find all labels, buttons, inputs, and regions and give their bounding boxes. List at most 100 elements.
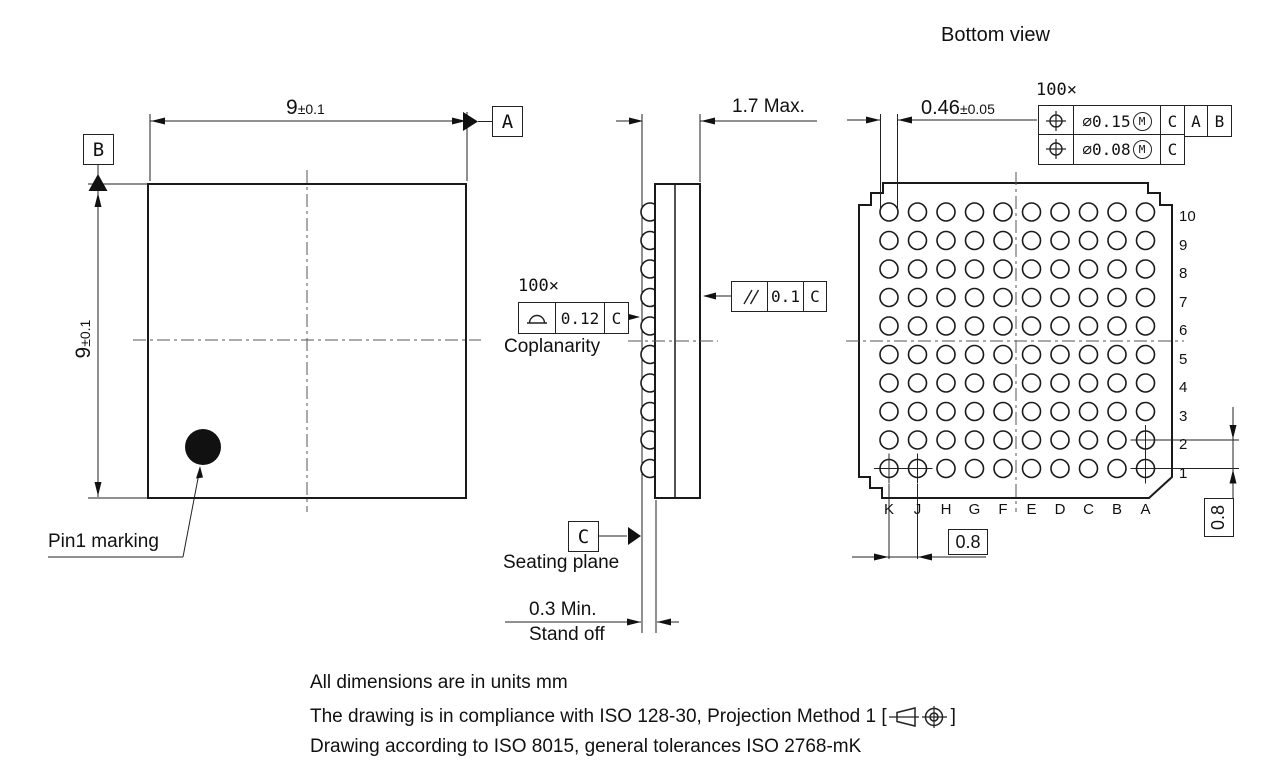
- note-units: All dimensions are in units mm: [310, 672, 568, 693]
- pin1-marking-dot: [185, 429, 221, 465]
- ball-B1: [1107, 458, 1127, 479]
- standoff-dimension: 0.3 Min.: [529, 599, 597, 620]
- ball-C4: [1078, 373, 1099, 393]
- ball-G8: [964, 259, 985, 279]
- ball-F1: [993, 458, 1013, 479]
- parallelism-symbol-icon: [732, 282, 768, 311]
- first-angle-projection-icon: [888, 706, 947, 728]
- coplanarity-count: 100×: [518, 276, 559, 296]
- ball-diameter-dimension: 0.46±0.05: [921, 97, 995, 120]
- ball-E8: [1021, 259, 1042, 279]
- column-label-E: E: [1026, 501, 1037, 518]
- ball-K6: [879, 316, 899, 336]
- ball-F4: [993, 373, 1013, 393]
- thickness-dimension: 1.7 Max.: [732, 96, 805, 117]
- parallelism-datum: C: [810, 287, 820, 306]
- ball-grid: [874, 202, 1161, 484]
- ball-A8: [1135, 259, 1156, 279]
- row-label-6: 6: [1179, 322, 1188, 339]
- ball-H6: [936, 316, 956, 336]
- ball-D9: [1050, 230, 1070, 251]
- row-label-8: 8: [1179, 265, 1188, 282]
- ball-B8: [1107, 259, 1127, 279]
- pitch-horizontal-box: 0.8: [948, 529, 988, 555]
- ball-F10: [993, 202, 1013, 222]
- row-label-9: 9: [1179, 236, 1188, 254]
- column-label-D: D: [1054, 501, 1066, 518]
- ball-B7: [1107, 287, 1127, 308]
- ball-H3: [936, 401, 956, 422]
- ball-B3: [1107, 401, 1127, 422]
- ball-H5: [936, 344, 956, 365]
- material-modifier-icon: M: [1132, 111, 1152, 131]
- ball-A3: [1135, 401, 1156, 422]
- ball-J10: [907, 202, 928, 222]
- column-label-A: A: [1140, 501, 1151, 518]
- note-projection: The drawing is in compliance with ISO 12…: [310, 704, 956, 730]
- row-label-2: 2: [1179, 436, 1188, 453]
- row-label-4: 4: [1179, 379, 1188, 396]
- ball-D10: [1050, 202, 1070, 222]
- pitch-vertical-box: 0.8: [1204, 498, 1234, 537]
- datum-b-triangle: [88, 174, 108, 191]
- position-tolerance-1-value: ⌀0.15: [1082, 111, 1131, 131]
- ball-A7: [1135, 287, 1156, 308]
- datum-c-box: C: [568, 521, 599, 552]
- dimension-height: 9±0.1: [72, 303, 96, 375]
- dimension-width-tolerance: ±0.1: [297, 101, 325, 117]
- ball-F7: [993, 287, 1013, 308]
- datum-b-box: B: [83, 134, 114, 165]
- ball-F2: [993, 430, 1013, 450]
- coplanarity-value: 0.12: [556, 303, 605, 333]
- ball-A10: [1135, 202, 1156, 222]
- position-tolerance-2-value: ⌀0.08: [1082, 139, 1131, 159]
- row-label-3: 3: [1179, 407, 1188, 425]
- ball-H10: [936, 202, 956, 222]
- material-modifier-icon: M: [1132, 139, 1152, 159]
- dimension-width: 9±0.1: [286, 96, 325, 120]
- position-symbol-icon: [1039, 134, 1074, 164]
- ball-E1: [1021, 458, 1042, 479]
- datum-c-triangle: [628, 527, 641, 545]
- ball-D6: [1050, 316, 1070, 336]
- ball-A9: [1135, 230, 1156, 251]
- note-projection-text: The drawing is in compliance with ISO 12…: [310, 706, 887, 727]
- ball-F5: [993, 344, 1013, 365]
- ball-D5: [1050, 344, 1070, 365]
- ball-D3: [1050, 401, 1070, 422]
- ball-K5: [879, 344, 899, 365]
- coplanarity-label: Coplanarity: [504, 336, 601, 357]
- ball-H7: [936, 287, 956, 308]
- standoff-label: Stand off: [529, 624, 605, 645]
- ball-A6: [1135, 316, 1156, 336]
- frame1-datum-b: B: [1214, 111, 1225, 131]
- ball-J9: [907, 230, 928, 251]
- ball-B9: [1107, 230, 1127, 251]
- ball-J7: [907, 287, 928, 308]
- ball-D2: [1050, 430, 1070, 450]
- ball-D1: [1050, 458, 1070, 479]
- ball-G2: [964, 430, 985, 450]
- parallelism-frame: 0.1 C: [731, 281, 827, 312]
- ball-J5: [907, 344, 928, 365]
- row-label-1: 1: [1179, 464, 1188, 482]
- ball-count: 100×: [1036, 80, 1077, 100]
- position-symbol-icon: [1039, 106, 1074, 136]
- ball-G7: [964, 287, 985, 308]
- ball-J3: [907, 401, 928, 422]
- ball-C8: [1078, 259, 1099, 279]
- pin1-label: Pin1 marking: [48, 531, 159, 552]
- ball-C3: [1078, 401, 1099, 422]
- position-tolerance-frame-2: ⌀0.08 M C: [1038, 133, 1185, 165]
- ball-A5: [1135, 344, 1156, 365]
- ball-J6: [907, 316, 928, 336]
- ball-H4: [936, 373, 956, 393]
- ball-K3: [879, 401, 899, 422]
- column-label-B: B: [1111, 501, 1122, 518]
- ball-G6: [964, 316, 985, 336]
- ball-A4: [1135, 373, 1156, 393]
- ball-K2: [879, 430, 899, 450]
- ball-diameter-tolerance: ±0.05: [959, 101, 995, 117]
- ball-B4: [1107, 373, 1127, 393]
